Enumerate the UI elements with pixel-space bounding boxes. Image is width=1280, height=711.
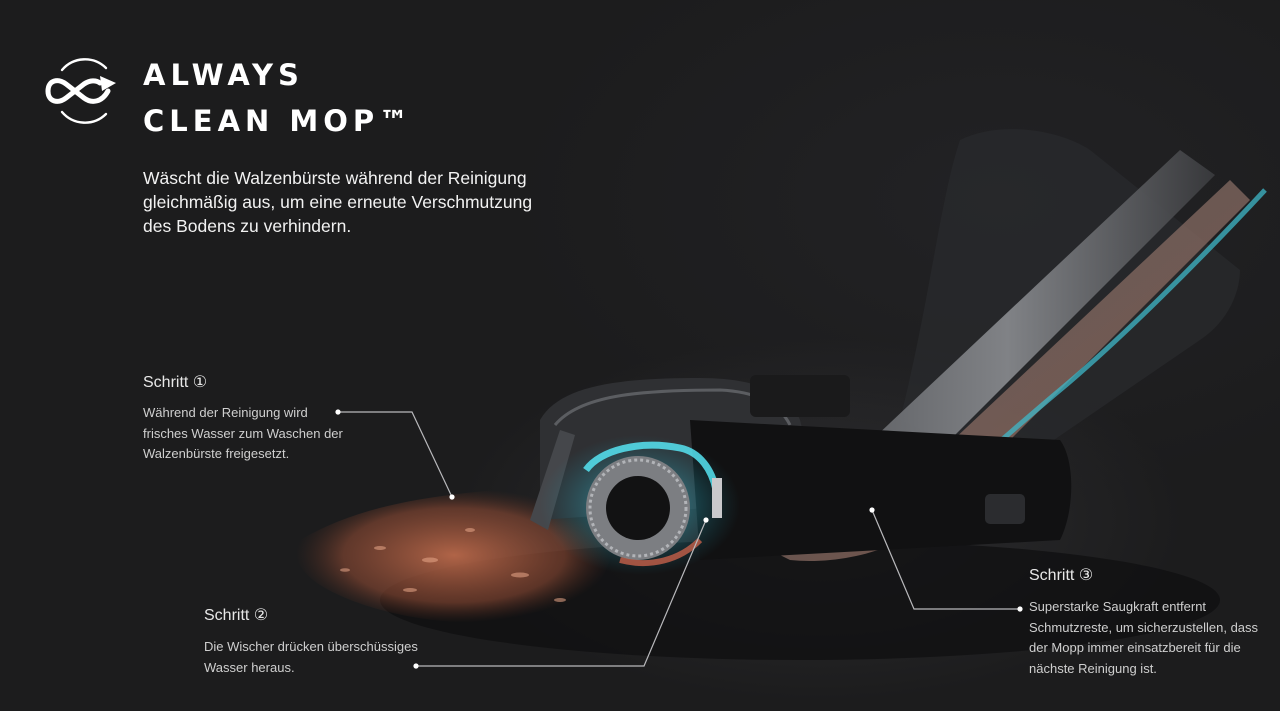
puddle-highlights <box>340 528 566 602</box>
callout-dots <box>335 409 1023 669</box>
mop-head-top-module <box>750 375 850 417</box>
roller-brush-core <box>606 476 670 540</box>
step-1-text: Während der Reinigung wird frisches Wass… <box>143 405 343 461</box>
step-2-text: Die Wischer drücken überschüssiges Wasse… <box>204 639 418 675</box>
roller-brush-ring <box>588 458 688 558</box>
mop-head-chassis <box>690 420 1072 560</box>
roller-dirty-stripe <box>619 537 703 566</box>
headline-text: Wäscht die Walzenbürste während der Rein… <box>143 168 533 236</box>
brand-title-line1: ALWAYS <box>143 58 304 92</box>
step-1-title: Schritt ① <box>143 374 208 391</box>
loop-arrow-icon <box>45 58 116 124</box>
brand-title-line2: CLEAN MOP™ <box>143 104 414 138</box>
brand-title: ALWAYS CLEAN MOP™ <box>143 52 413 144</box>
wiper-blade <box>712 478 722 518</box>
side-button <box>985 494 1025 524</box>
roller-cyan-stripe <box>583 441 720 491</box>
step-3-text: Superstarke Saugkraft entfernt Schmutzre… <box>1029 599 1259 676</box>
step-2-title: Schritt ② <box>204 607 269 624</box>
callout-lines <box>338 411 1020 667</box>
step-3-title: Schritt ③ <box>1029 567 1094 584</box>
